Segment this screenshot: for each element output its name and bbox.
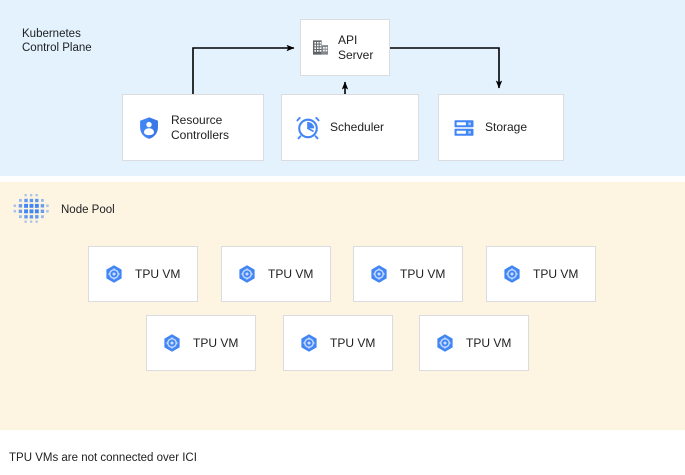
- tpu-vm-box[interactable]: TPU VM: [486, 246, 596, 302]
- tpu-hex-icon: [371, 265, 387, 283]
- tpu-hex-icon: [106, 265, 122, 283]
- tpu-vm-label: TPU VM: [400, 266, 446, 281]
- tpu-vm-box[interactable]: TPU VM: [419, 315, 529, 371]
- node-api-server[interactable]: API Server: [300, 19, 390, 76]
- tpu-vm-box[interactable]: TPU VM: [221, 246, 331, 302]
- node-scheduler[interactable]: Scheduler: [281, 94, 419, 161]
- tpu-vm-box[interactable]: TPU VM: [146, 315, 256, 371]
- tpu-vm-label: TPU VM: [268, 266, 314, 281]
- alarm-clock-icon: [296, 116, 320, 139]
- node-pool-dots-icon: [13, 194, 49, 223]
- tpu-hex-icon: [239, 265, 255, 283]
- node-storage[interactable]: Storage: [438, 94, 564, 161]
- tpu-vm-box[interactable]: TPU VM: [283, 315, 393, 371]
- tpu-vm-label: TPU VM: [466, 335, 512, 350]
- node-pool-title: Node Pool: [61, 204, 115, 216]
- node-scheduler-label: Scheduler: [330, 120, 385, 135]
- control-plane-title: Kubernetes Control Plane: [22, 28, 92, 54]
- storage-rack-icon: [454, 119, 474, 136]
- tpu-vm-label: TPU VM: [330, 335, 376, 350]
- tpu-vm-label: TPU VM: [135, 266, 181, 281]
- node-pool-region: [0, 182, 685, 430]
- building-icon: [312, 40, 329, 55]
- tpu-hex-icon: [504, 265, 520, 283]
- tpu-vm-label: TPU VM: [533, 266, 579, 281]
- tpu-vm-box[interactable]: TPU VM: [353, 246, 463, 302]
- footnote-text: TPU VMs are not connected over ICI: [9, 452, 197, 464]
- node-storage-label: Storage: [485, 120, 528, 135]
- shield-user-icon: [140, 116, 158, 139]
- tpu-hex-icon: [301, 334, 317, 352]
- node-resource-controllers[interactable]: Resource Controllers: [122, 94, 264, 161]
- tpu-vm-label: TPU VM: [193, 335, 239, 350]
- tpu-hex-icon: [164, 334, 180, 352]
- tpu-vm-box[interactable]: TPU VM: [88, 246, 198, 302]
- node-resource-controllers-label: Resource Controllers: [171, 113, 230, 142]
- tpu-hex-icon: [437, 334, 453, 352]
- node-api-server-label: API Server: [338, 33, 374, 62]
